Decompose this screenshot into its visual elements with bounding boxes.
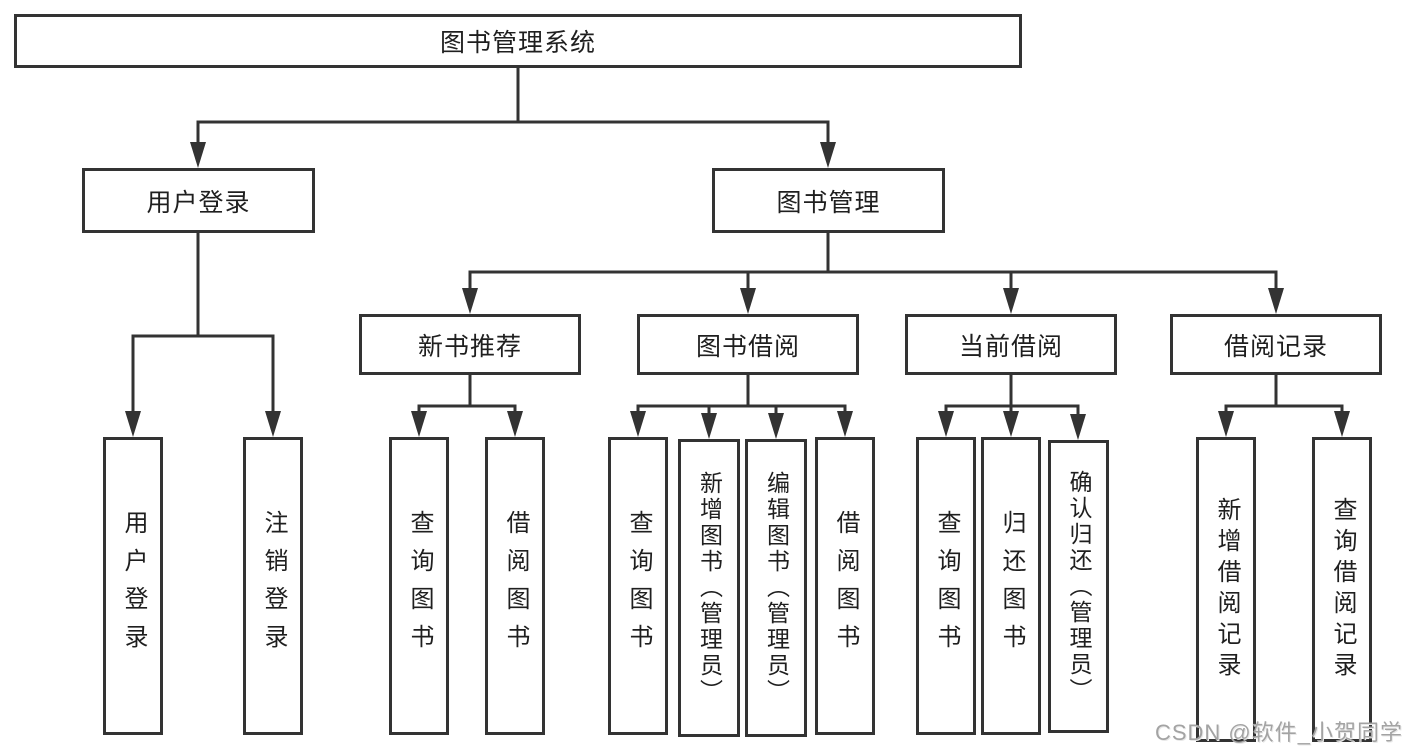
leaf-label: 注销登录 (260, 510, 287, 662)
leaf-label: 查询图书 (933, 510, 960, 662)
leaf-label: 确认归还（管理员） (1066, 469, 1092, 704)
leaf-add-borrow-record: 新增借阅记录 (1196, 437, 1256, 742)
arrowhead-icon (507, 411, 523, 437)
arrowhead-icon (1268, 288, 1284, 314)
leaf-edit-book-admin: 编辑图书（管理员） (745, 439, 807, 737)
arrowhead-icon (411, 411, 427, 437)
leaf-add-book-admin: 新增图书（管理员） (678, 439, 740, 737)
arrowhead-icon (190, 142, 206, 168)
leaf-query-books-current: 查询图书 (916, 437, 976, 735)
leaf-label: 查询图书 (406, 510, 433, 662)
node-label: 新书推荐 (417, 332, 522, 361)
leaf-logout: 注销登录 (243, 437, 303, 735)
node-label: 图书管理系统 (439, 29, 596, 57)
arrowhead-icon (1218, 411, 1234, 437)
leaf-borrow-books-recommend: 借阅图书 (485, 437, 545, 735)
arrowhead-icon (1003, 288, 1019, 314)
node-label: 当前借阅 (958, 332, 1063, 361)
arrowhead-icon (1334, 411, 1350, 437)
leaf-label: 新增图书（管理员） (696, 471, 723, 705)
leaf-query-books-recommend: 查询图书 (389, 437, 449, 735)
arrowhead-icon (701, 413, 717, 439)
arrowhead-icon (1070, 414, 1086, 440)
node-user-login: 用户登录 (82, 168, 315, 233)
arrowhead-icon (768, 413, 784, 439)
arrowhead-icon (1003, 411, 1019, 437)
leaf-label: 新增借阅记录 (1213, 496, 1240, 683)
leaf-label: 查询图书 (625, 510, 652, 662)
node-borrowing-records: 借阅记录 (1170, 314, 1382, 375)
leaf-query-borrow-record: 查询借阅记录 (1312, 437, 1372, 742)
leaf-return-books: 归还图书 (981, 437, 1041, 735)
arrowhead-icon (837, 411, 853, 437)
node-current-borrowing: 当前借阅 (905, 314, 1117, 375)
leaf-borrow-books: 借阅图书 (815, 437, 875, 735)
leaf-label: 借阅图书 (502, 510, 529, 662)
arrowhead-icon (125, 411, 141, 437)
arrowhead-icon (820, 142, 836, 168)
leaf-user-login: 用户登录 (103, 437, 163, 735)
arrowhead-icon (630, 411, 646, 437)
node-label: 图书管理 (776, 188, 881, 217)
arrowhead-icon (740, 288, 756, 314)
arrowhead-icon (265, 411, 281, 437)
node-label: 图书借阅 (695, 332, 800, 361)
leaf-label: 借阅图书 (832, 510, 859, 662)
node-book-borrowing: 图书借阅 (637, 314, 859, 375)
node-label: 用户登录 (146, 188, 251, 217)
leaf-query-books-borrow: 查询图书 (608, 437, 668, 735)
arrowhead-icon (938, 411, 954, 437)
node-label: 借阅记录 (1223, 332, 1328, 361)
leaf-label: 查询借阅记录 (1329, 496, 1356, 683)
node-new-book-recommend: 新书推荐 (359, 314, 581, 375)
leaf-label: 用户登录 (120, 510, 147, 662)
leaf-label: 编辑图书（管理员） (763, 471, 790, 705)
leaf-label: 归还图书 (998, 510, 1025, 662)
arrowhead-icon (462, 288, 478, 314)
node-root-library-system: 图书管理系统 (14, 14, 1022, 68)
leaf-confirm-return-admin: 确认归还（管理员） (1048, 440, 1109, 733)
csdn-watermark: CSDN @软件_小贺同学 (1154, 720, 1403, 745)
node-book-management: 图书管理 (712, 168, 945, 233)
